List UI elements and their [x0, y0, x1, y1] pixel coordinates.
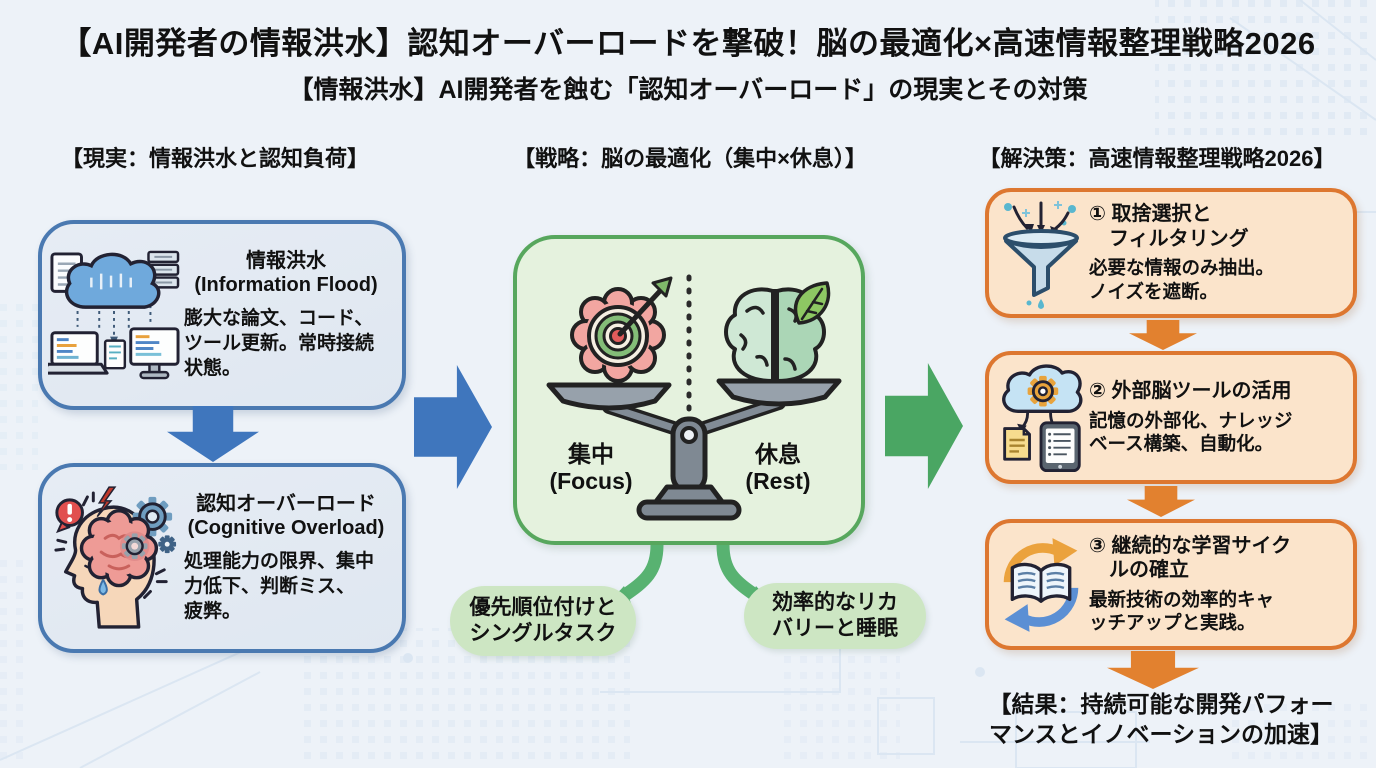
external-brain-body: 記憶の外部化、ナレッジ ベース構築、自動化。 [1089, 409, 1293, 455]
priority-pill: 優先順位付けと シングルタスク [450, 586, 636, 656]
external-brain-tools-icon [1002, 363, 1083, 472]
focus-label: 集中 (Focus) [549, 441, 633, 495]
learning-cycle-icon [1003, 537, 1079, 632]
page-title: 【AI開発者の情報洪水】認知オーバーロードを撃破！脳の最適化×高速情報整理戦略2… [60, 26, 1316, 61]
external-brain-box: ② 外部脳ツールの活用 記憶の外部化、ナレッジ ベース構築、自動化。 [985, 351, 1357, 484]
page-subtitle: 【情報洪水】AI開発者を蝕む「認知オーバーロード」の現実とその対策 [288, 76, 1088, 104]
learning-cycle-body: 最新技術の効率的キャ ッチアップと実践。 [1089, 588, 1275, 634]
cognitive-overload-body: 処理能力の限界、集中 力低下、判断ミス、 疲弊。 [184, 550, 375, 623]
balance-scale-illustration [546, 274, 842, 521]
filtering-title: ① 取捨選択と フィルタリング [1089, 203, 1249, 250]
external-brain-title: ② 外部脳ツールの活用 [1089, 380, 1292, 403]
right-column-header: 【解決策：高速情報整理戦略2026】 [978, 146, 1336, 171]
brain-optimization-box [513, 235, 865, 545]
result-text: 【結果：持続可能な開発パフォー マンスとイノベーションの加速】 [988, 691, 1334, 747]
center-column-header: 【戦略：脳の最適化（集中×休息）】 [513, 146, 867, 171]
filtering-box: ① 取捨選択と フィルタリング 必要な情報のみ抽出。 ノイズを遮断。 [985, 188, 1357, 318]
recovery-pill: 効率的なリカ バリーと睡眠 [744, 583, 926, 649]
information-flood-body: 膨大な論文、コード、 ツール更新。常時接続 状態。 [184, 307, 375, 380]
learning-cycle-title: ③ 継続的な学習サイク ルの確立 [1089, 534, 1292, 582]
left-column-header: 【現実：情報洪水と認知負荷】 [60, 146, 369, 171]
rest-label: 休息 (Rest) [745, 441, 811, 495]
filtering-body: 必要な情報のみ抽出。 ノイズを遮断。 [1089, 257, 1275, 302]
cognitive-overload-icon [54, 486, 177, 629]
focus-brain-icon [570, 276, 673, 383]
filter-funnel-icon [1003, 201, 1079, 309]
information-flood-box: 情報洪水 (Information Flood) 膨大な論文、コード、 ツール更… [38, 220, 406, 410]
information-flood-title: 情報洪水 (Information Flood) [194, 249, 378, 296]
information-flood-icon [48, 250, 180, 380]
cognitive-overload-title: 認知オーバーロード (Cognitive Overload) [187, 492, 385, 539]
rest-brain-icon [724, 281, 831, 383]
learning-cycle-box: ③ 継続的な学習サイク ルの確立 最新技術の効率的キャ ッチアップと実践。 [985, 519, 1357, 650]
cognitive-overload-box: 認知オーバーロード (Cognitive Overload) 処理能力の限界、集… [38, 463, 406, 653]
